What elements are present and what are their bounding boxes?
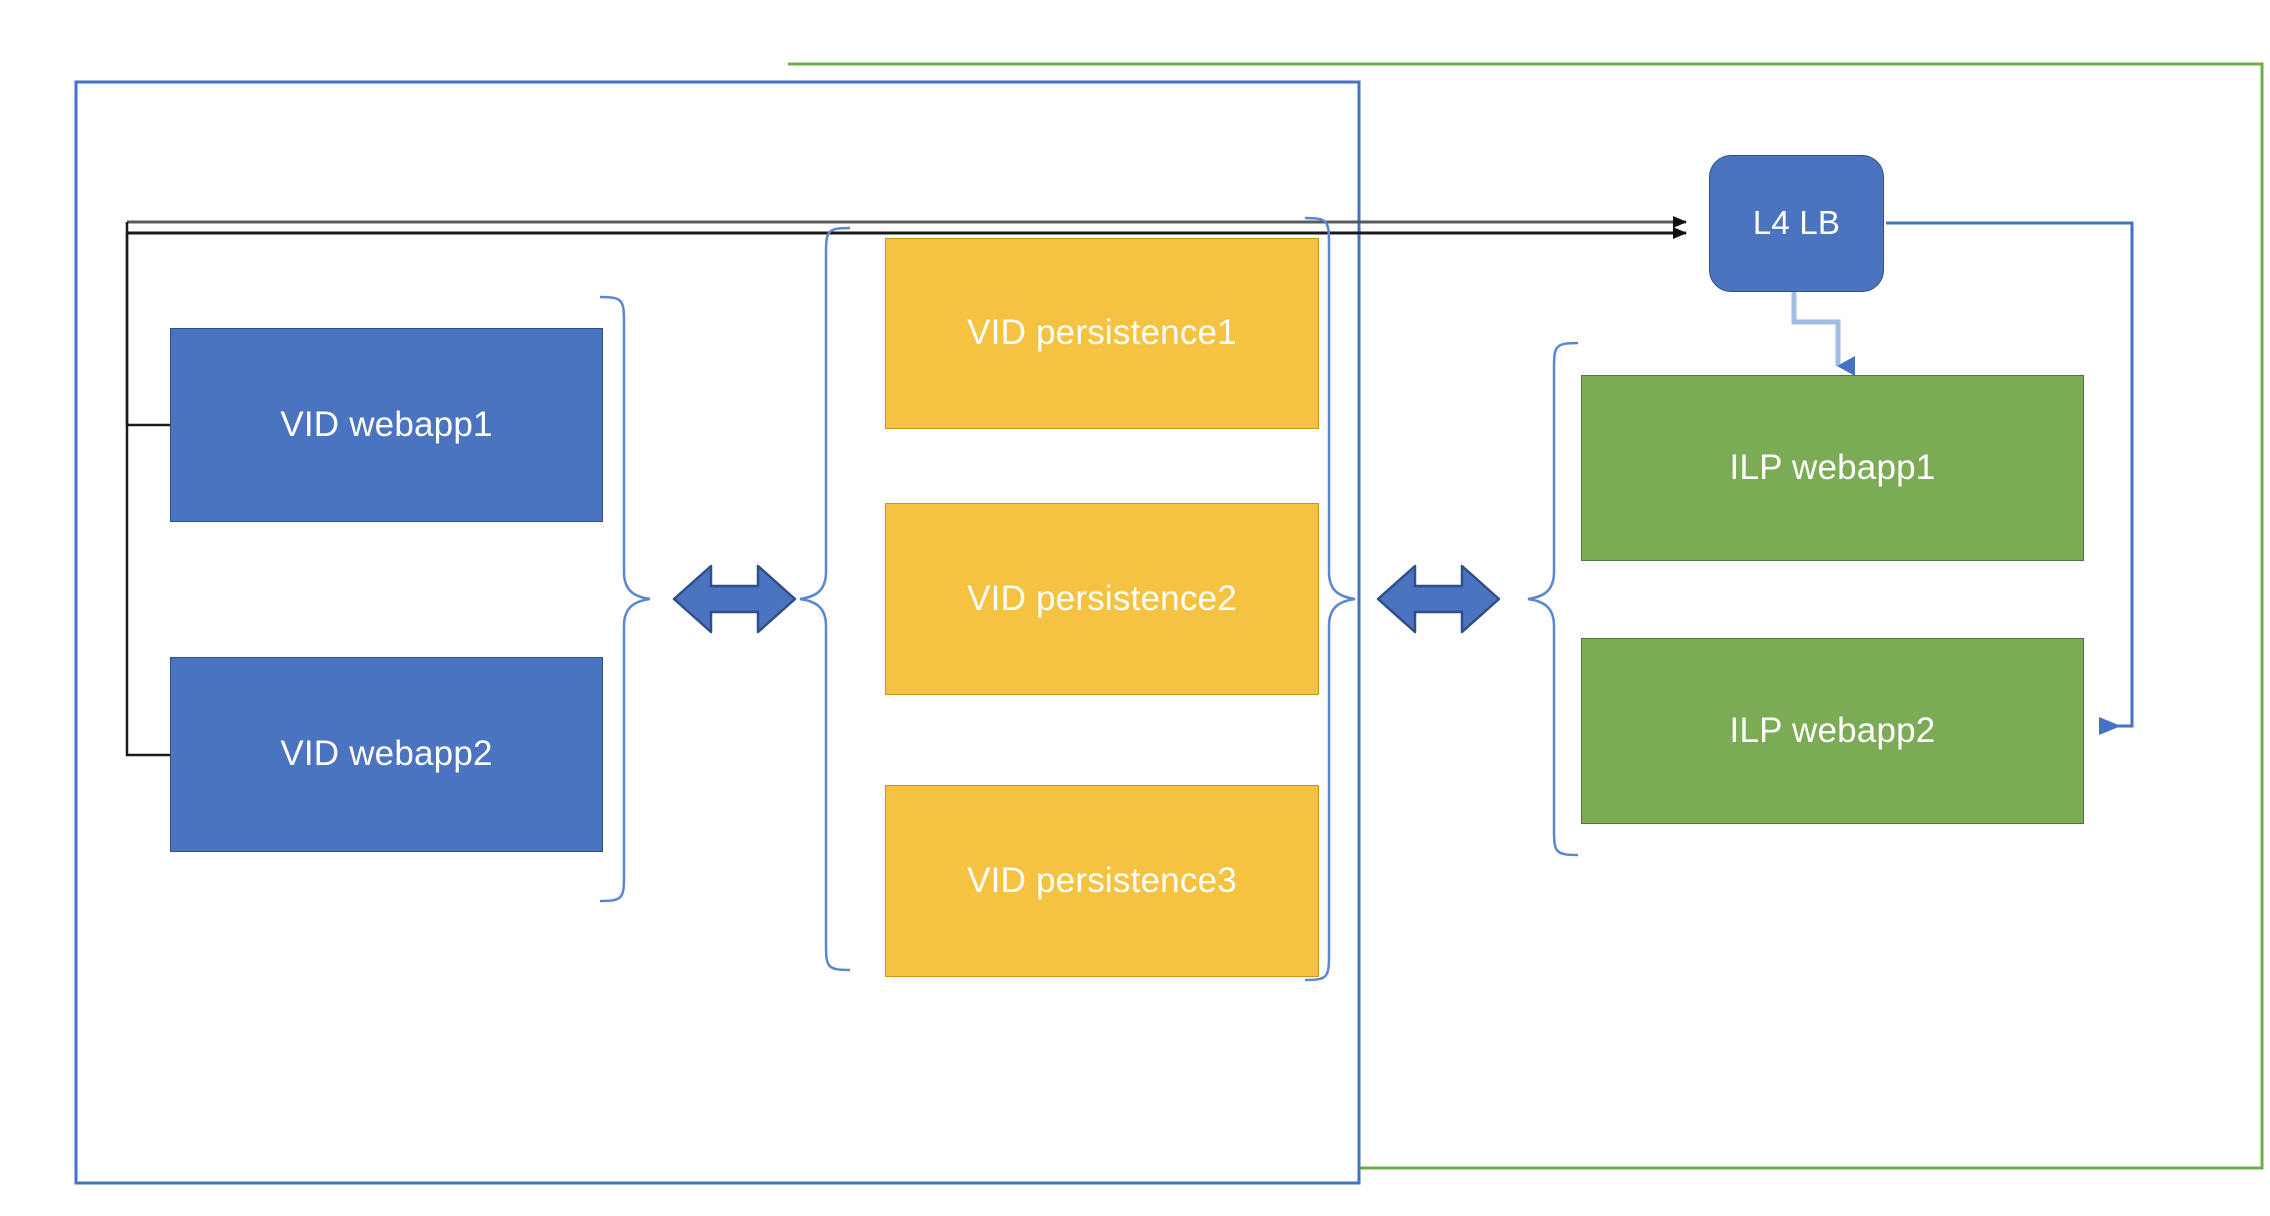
node-vid-persistence1[interactable]: VID persistence1 [885,238,1319,429]
node-label: VID persistence3 [967,860,1237,900]
node-vid-persistence2[interactable]: VID persistence2 [885,503,1319,695]
connector-lb-to-ilp1 [1791,291,1855,376]
double-arrow-webapps-persistence [672,564,797,634]
brace-ilp-webapps [1527,341,1579,857]
node-label: VID webapp2 [280,734,493,774]
node-ilp-webapp2[interactable]: ILP webapp2 [1581,638,2084,824]
node-label: ILP webapp2 [1729,710,1936,750]
node-ilp-webapp1[interactable]: ILP webapp1 [1581,375,2084,561]
brace-vid-persistence-left [799,226,851,972]
node-label: VID webapp1 [280,404,493,444]
blue-container [74,80,1361,1185]
node-label: ILP webapp1 [1729,447,1936,487]
green-container [788,62,2264,1170]
connector-lb-to-ilp2 [1886,221,2134,735]
brace-vid-webapps [599,295,651,903]
double-arrow-persistence-ilp [1376,564,1501,634]
brace-vid-persistence-right [1304,216,1356,982]
node-vid-persistence3[interactable]: VID persistence3 [885,785,1319,977]
connector-riser-webapp2 [125,233,170,757]
node-vid-webapp2[interactable]: VID webapp2 [170,657,603,852]
node-label: VID persistence1 [967,313,1237,353]
node-vid-webapp1[interactable]: VID webapp1 [170,328,603,522]
node-label: VID persistence2 [967,578,1237,618]
connector-riser-webapps [125,222,170,427]
node-label: L4 LB [1752,204,1841,242]
node-l4-lb[interactable]: L4 LB [1709,155,1884,292]
